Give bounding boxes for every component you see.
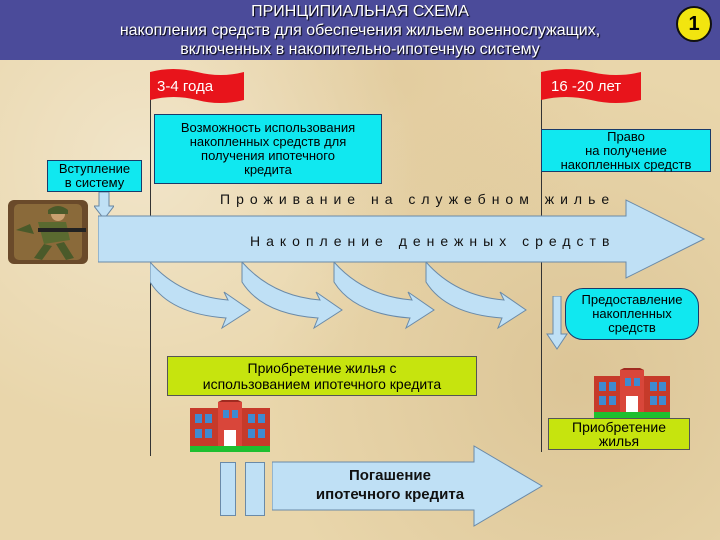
entry-line: в систему [64,175,125,190]
repayment-label: Погашение ипотечного кредита [290,466,490,504]
header-title: ПРИНЦИПИАЛЬНАЯ СХЕМА [251,3,469,20]
building-icon [190,400,270,452]
entry-box: Вступление в систему [47,160,142,192]
flag-right [541,69,641,103]
curved-arrows-group [150,262,527,330]
repayment-bar [220,462,236,516]
flag-left [150,69,244,103]
right-to-receive-line: накопленных средств [560,156,692,172]
mortgage-option-line: кредита [244,162,292,177]
right-to-receive-line: Право [607,128,645,144]
provision-arrow [546,296,568,350]
curved-arrow [150,262,251,330]
header-subtitle-line1: накопления средств для обеспечения жилье… [119,22,601,39]
right-to-receive-line: на получение [585,142,667,158]
entry-line: Вступление [58,161,131,176]
purchase-housing-line: Приобретение [572,419,666,435]
accumulation-arrow [98,199,706,279]
provision-box: Предоставление накопленных средств [565,288,699,340]
curved-arrow [333,262,435,330]
provision-line: средств [608,320,656,335]
repayment-arrow [272,445,543,527]
purchase-mortgage-line: использованием ипотечного кредита [202,376,442,392]
building-icon [594,368,670,418]
mortgage-option-line: Возможность использования [180,120,356,135]
purchase-mortgage-line: Приобретение жилья с [247,360,397,376]
soldier-icon [8,200,88,264]
purchase-housing-line: жилья [598,433,640,449]
entry-down-arrow [94,192,114,220]
mortgage-option-box: Возможность использования накопленных ср… [154,114,382,184]
curved-arrow [425,262,527,330]
diagram-header: ПРИНЦИПИАЛЬНАЯ СХЕМА накопления средств … [0,0,720,60]
purchase-mortgage-box: Приобретение жилья с использованием ипот… [167,356,477,396]
accumulation-label: Накопление денежных средств [250,233,616,249]
curved-arrow [241,262,343,330]
provision-line: накопленных [592,306,672,321]
repayment-bar [245,462,265,516]
repayment-line: Погашение [348,467,431,484]
header-subtitle-line2: включенных в накопительно-ипотечную сист… [180,41,540,58]
right-to-receive-box: Право на получение накопленных средств [541,129,711,172]
flag-right-label: 16 -20 лет [551,78,622,95]
flag-left-label: 3-4 года [157,78,214,95]
repayment-line: ипотечного кредита [315,486,465,503]
provision-line: Предоставление [581,292,683,307]
mortgage-option-line: накопленных средств для [189,134,347,149]
slide-number-badge: 1 [676,6,712,42]
mortgage-option-line: получения ипотечного [201,148,335,163]
living-label: Проживание на служебном жилье [220,191,616,207]
purchase-housing-box: Приобретение жилья [548,418,690,450]
